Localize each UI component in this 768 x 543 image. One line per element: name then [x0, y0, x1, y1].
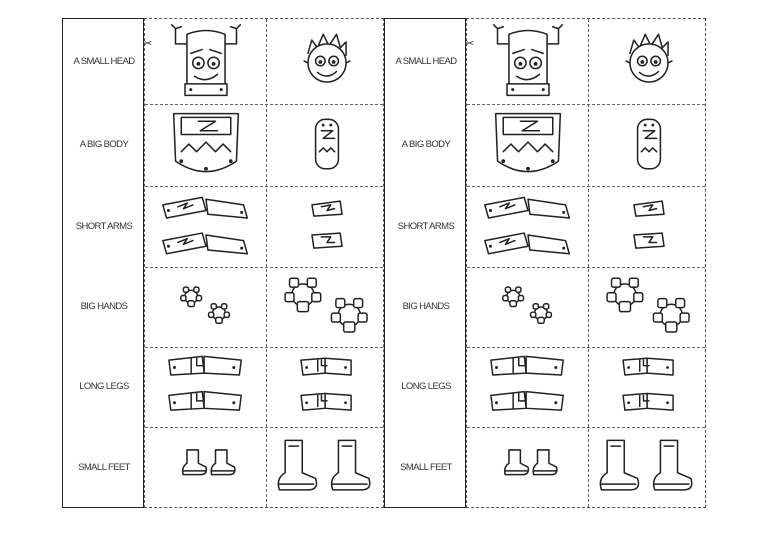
robot-arms-option-b-illustration [589, 188, 709, 265]
robot-legs-option-a-illustration [468, 349, 588, 425]
scissors-icon: ✂ [465, 38, 475, 50]
robot-legs-option-b-illustration [589, 349, 709, 425]
cut-line-vertical [588, 19, 589, 507]
cut-line-horizontal [467, 186, 705, 187]
cut-line-vertical [266, 19, 267, 507]
robot-arms-option-a-illustration [468, 188, 588, 265]
robot-hands-option-b-illustration [589, 269, 709, 345]
cut-line-horizontal [145, 186, 383, 187]
row-label-head: A SMALL HEAD [395, 55, 457, 67]
cut-line-horizontal [145, 104, 383, 105]
robot-legs-option-a-illustration [146, 349, 266, 425]
worksheet-panel-1: A SMALL HEAD A BIG BODY SHORT ARMS BIG HAND… [62, 18, 384, 508]
row-label-hands: BIG HANDS [80, 301, 128, 312]
cut-line-horizontal [467, 104, 705, 105]
row-label-feet: SMALL FEET [400, 462, 452, 473]
row-label-body: A BIG BODY [401, 139, 451, 150]
robot-feet-option-b-illustration [267, 429, 387, 507]
label-column: A SMALL HEAD A BIG BODY SHORT ARMS BIG HAND… [384, 18, 466, 508]
robot-arms-option-b-illustration [267, 188, 387, 265]
robot-body-option-a-illustration [468, 106, 588, 184]
robot-hands-option-a-illustration [468, 269, 588, 345]
robot-head-option-a-illustration [146, 21, 266, 102]
robot-feet-option-b-illustration [589, 429, 709, 507]
cutout-grid: ✂ [143, 18, 387, 508]
cut-line-horizontal [145, 347, 383, 348]
cut-line-horizontal [467, 267, 705, 268]
row-label-hands: BIG HANDS [402, 301, 450, 312]
row-label-legs: LONG LEGS [401, 381, 451, 392]
robot-legs-option-b-illustration [267, 349, 387, 425]
robot-hands-option-b-illustration [267, 269, 387, 345]
row-label-feet: SMALL FEET [78, 462, 130, 473]
label-column: A SMALL HEAD A BIG BODY SHORT ARMS BIG HAND… [62, 18, 144, 508]
row-label-head: A SMALL HEAD [73, 55, 135, 67]
scissors-icon: ✂ [143, 38, 153, 50]
cutout-grid: ✂ [465, 18, 709, 508]
cut-line-horizontal [145, 427, 383, 428]
robot-head-option-b-illustration [589, 21, 709, 102]
row-label-arms: SHORT ARMS [397, 220, 455, 232]
robot-feet-option-a-illustration [468, 429, 588, 507]
robot-body-option-b-illustration [589, 106, 709, 184]
row-label-arms: SHORT ARMS [75, 220, 133, 232]
robot-arms-option-a-illustration [146, 188, 266, 265]
robot-feet-option-a-illustration [146, 429, 266, 507]
robot-body-option-b-illustration [267, 106, 387, 184]
robot-body-option-a-illustration [146, 106, 266, 184]
robot-hands-option-a-illustration [146, 269, 266, 345]
cut-line-horizontal [467, 347, 705, 348]
cut-line-horizontal [467, 427, 705, 428]
cut-line-horizontal [145, 267, 383, 268]
robot-head-option-a-illustration [468, 21, 588, 102]
row-label-body: A BIG BODY [79, 139, 129, 150]
row-label-legs: LONG LEGS [79, 381, 129, 392]
robot-head-option-b-illustration [267, 21, 387, 102]
worksheet-panel-2: A SMALL HEAD A BIG BODY SHORT ARMS BIG HAND… [384, 18, 706, 508]
